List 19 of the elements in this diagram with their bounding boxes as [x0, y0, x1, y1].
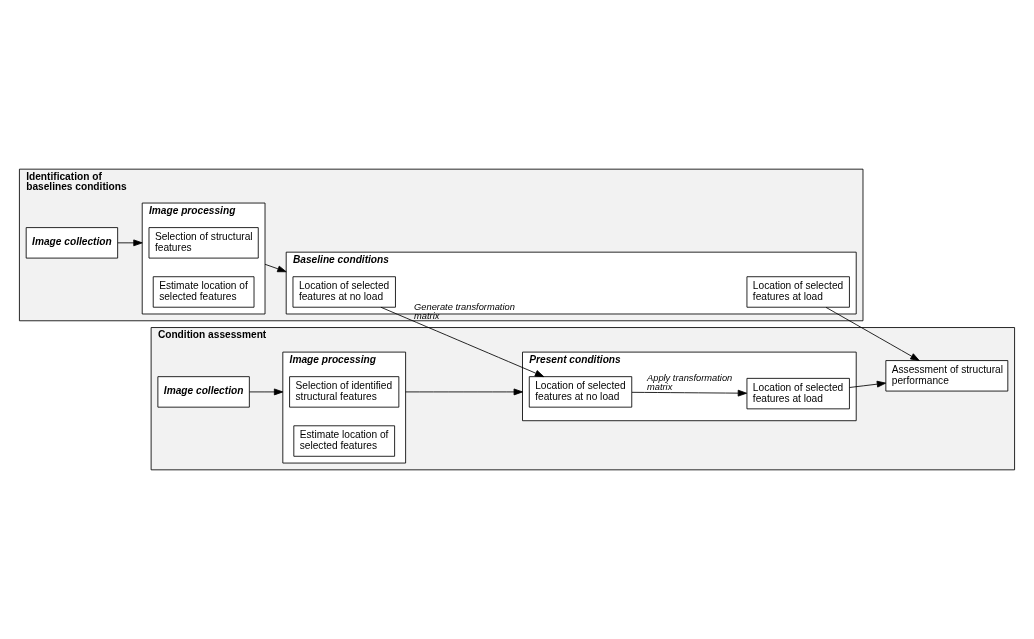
node-box: Estimate location of selected features	[152, 276, 255, 308]
node-box: Location of selected features at no load	[528, 376, 633, 408]
node-box: Location of selected features at no load	[292, 276, 396, 308]
arrow	[405, 388, 523, 396]
node-box: Location of selected features at load	[746, 377, 850, 410]
arrow	[849, 380, 887, 388]
arrow	[249, 388, 284, 396]
node-box: Image collection	[25, 227, 119, 259]
node-box: Estimate location of selected features	[293, 425, 396, 457]
node-box: Location of selected features at load	[746, 276, 850, 308]
edge-label: Apply transformation matrix	[647, 372, 733, 393]
arrow	[631, 389, 748, 397]
arrow	[264, 263, 287, 273]
node-box: Image collection	[157, 376, 250, 408]
arrow	[117, 239, 143, 247]
node-box: Assessment of structural performance	[885, 360, 1009, 392]
node-box: Selection of identified structural features	[289, 376, 400, 408]
edge-label: Generate transformation matrix	[414, 301, 515, 321]
node-box: Selection of structural features	[148, 227, 259, 259]
